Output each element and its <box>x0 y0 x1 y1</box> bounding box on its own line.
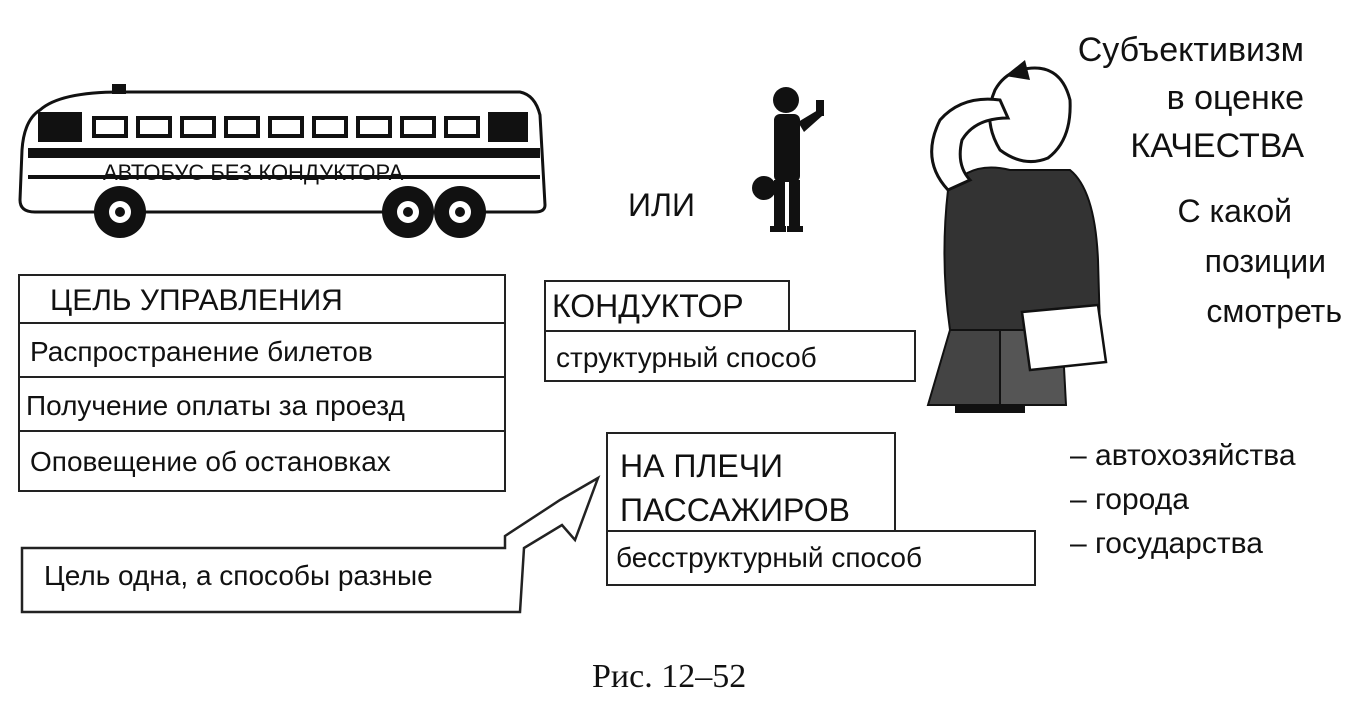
bus-label: АВТОБУС БЕЗ КОНДУКТОРА <box>103 160 404 185</box>
position-line1: С какой <box>1177 193 1292 229</box>
goal-table-row: Оповещение об остановках <box>18 430 506 492</box>
bus-wheel-rear1 <box>382 186 434 238</box>
conductor-method-box: структурный способ <box>544 330 916 382</box>
goal-table-row: Распространение билетов <box>18 322 506 378</box>
quality-line3: КАЧЕСТВА <box>1130 127 1304 165</box>
level-item: – государства <box>1070 527 1263 560</box>
passengers-title-line2: ПАССАЖИРОВ <box>620 492 850 528</box>
conductor-figure <box>752 87 824 232</box>
bus-wheel-rear2 <box>434 186 486 238</box>
goal-table-row: Получение оплаты за проезд <box>18 376 506 432</box>
passengers-method-box: бесструктурный способ <box>606 530 1036 586</box>
figure-caption: Рис. 12–52 <box>592 658 747 695</box>
callout-arrow <box>20 475 601 614</box>
level-item: – автохозяйства <box>1070 439 1296 472</box>
quality-line2: в оценке <box>1166 79 1304 117</box>
level-item: – города <box>1070 483 1189 516</box>
goal-table-header: ЦЕЛЬ УПРАВЛЕНИЯ <box>18 274 506 324</box>
position-line2: позиции <box>1204 243 1326 279</box>
passengers-title-box: НА ПЛЕЧИ ПАССАЖИРОВ <box>606 432 896 532</box>
position-question: С какой позиции смотреть <box>1110 186 1342 336</box>
passengers-title-line1: НА ПЛЕЧИ <box>620 448 784 484</box>
levels-list: – автохозяйства – города – государства <box>1070 434 1296 566</box>
conductor-title-box: КОНДУКТОР <box>544 280 790 332</box>
bus-illustration <box>18 84 547 238</box>
position-line3: смотреть <box>1206 293 1342 329</box>
quality-title: Субъективизм в оценке КАЧЕСТВА <box>1000 26 1304 170</box>
callout-text: Цель одна, а способы разные <box>44 560 433 591</box>
ili-label: ИЛИ <box>628 187 695 223</box>
bus-wheel-front <box>94 186 146 238</box>
thinking-man-figure <box>926 60 1108 413</box>
quality-line1: Субъективизм <box>1077 31 1304 69</box>
